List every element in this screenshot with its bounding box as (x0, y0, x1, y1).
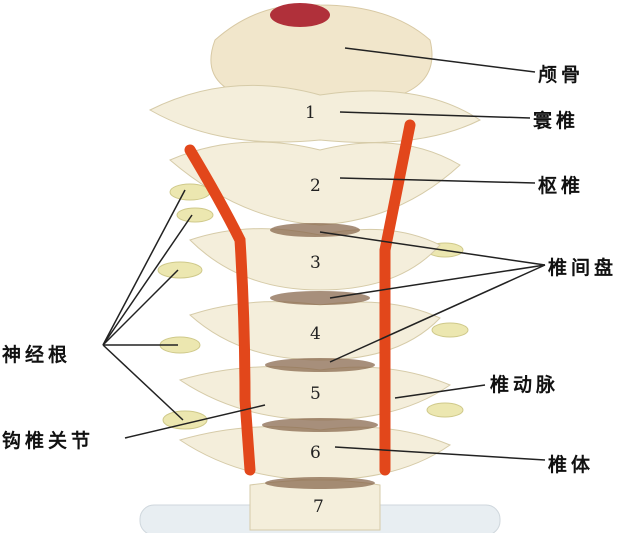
leader-disc-1 (319, 231, 546, 266)
label-body: 椎体 (548, 454, 595, 476)
vertebra-number-5: 5 (310, 384, 321, 404)
leader-body (334, 446, 546, 461)
label-nerve-root: 神经根 (2, 344, 72, 366)
leader-nerve-1 (102, 189, 186, 346)
label-artery: 椎动脉 (490, 374, 560, 396)
vertebra-number-2: 2 (310, 176, 321, 196)
label-disc: 椎间盘 (548, 257, 618, 279)
vertebra-number-4: 4 (310, 324, 321, 344)
leader-nerve-5 (102, 344, 184, 421)
leader-nerve-2 (102, 214, 193, 346)
label-skull: 颅骨 (538, 64, 585, 86)
leader-lines (102, 47, 546, 461)
leader-artery (394, 384, 486, 399)
leader-disc-2 (329, 264, 546, 299)
vertebrae (148, 84, 481, 531)
vertebra-number-1: 1 (305, 103, 316, 123)
vertebra-number-6: 6 (310, 443, 321, 463)
leader-axis (339, 177, 536, 184)
label-uncovertebral-joint: 钩椎关节 (2, 430, 95, 452)
intervertebral-discs (262, 223, 378, 489)
vertebra-number-3: 3 (310, 253, 321, 273)
foramen-magnum (270, 3, 330, 27)
vertebra-number-7: 7 (313, 497, 324, 517)
leader-disc-3 (329, 264, 546, 363)
label-atlas: 寰椎 (533, 110, 580, 132)
leader-uncovertebral (124, 404, 266, 439)
vertebra-numbers: 1 2 3 4 5 6 7 (305, 103, 324, 517)
nerve-roots (157, 183, 469, 430)
leader-nerve-3 (102, 269, 179, 346)
label-axis: 枢椎 (538, 175, 585, 197)
leader-atlas (339, 111, 531, 119)
leader-skull (344, 47, 536, 73)
vertebral-arteries (184, 119, 416, 476)
